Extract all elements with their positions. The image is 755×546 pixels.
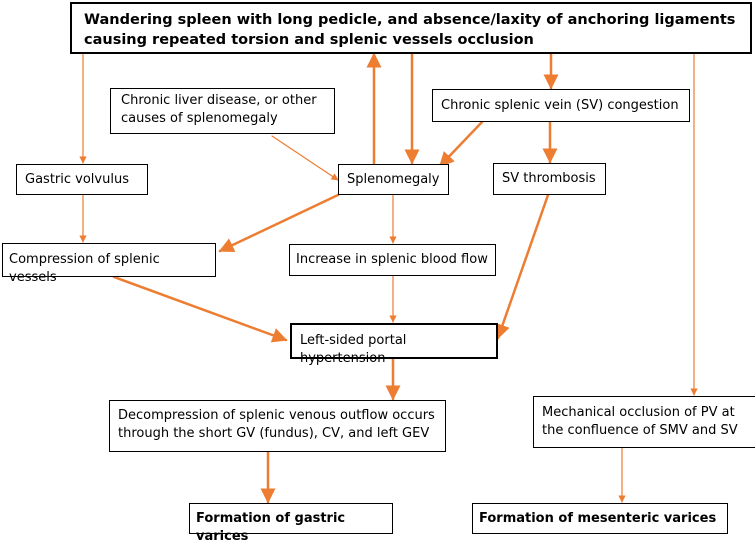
arrows-layer [79, 52, 698, 504]
arrow-splenomegaly-to-compression [218, 193, 340, 253]
node-mechanical-occlusion-pv: Mechanical occlusion of PV at the conflu… [533, 396, 755, 448]
node-chronic-liver-disease: Chronic liver disease, or other causes o… [110, 88, 335, 134]
node-splenomegaly: Splenomegaly [338, 164, 449, 195]
node-left-sided-portal-hypertension: Left-sided portal hypertension [290, 323, 498, 366]
arrow-liver-to-splenomegaly [271, 135, 339, 181]
node-increase-splenic-blood-flow: Increase in splenic blood flow [289, 244, 496, 276]
node-compression-splenic-vessels: Compression of splenic vessels [2, 243, 216, 285]
node-formation-gastric-varices: Formation of gastric varices [189, 503, 393, 544]
arrow-compression-to-portal-htn [112, 275, 288, 343]
arrow-thrombosis-to-portal-htn [495, 193, 550, 340]
node-sv-congestion: Chronic splenic vein (SV) congestion [432, 89, 690, 122]
node-wandering-spleen: Wandering spleen with long pedicle, and … [70, 2, 752, 54]
arrow-sv-congestion-to-splenomegaly [438, 120, 484, 168]
node-formation-mesenteric-varices: Formation of mesenteric varices [472, 503, 728, 534]
node-sv-thrombosis: SV thrombosis [493, 163, 606, 195]
node-gastric-volvulus: Gastric volvulus [16, 164, 148, 195]
node-decompression-splenic-outflow: Decompression of splenic venous outflow … [109, 400, 446, 452]
